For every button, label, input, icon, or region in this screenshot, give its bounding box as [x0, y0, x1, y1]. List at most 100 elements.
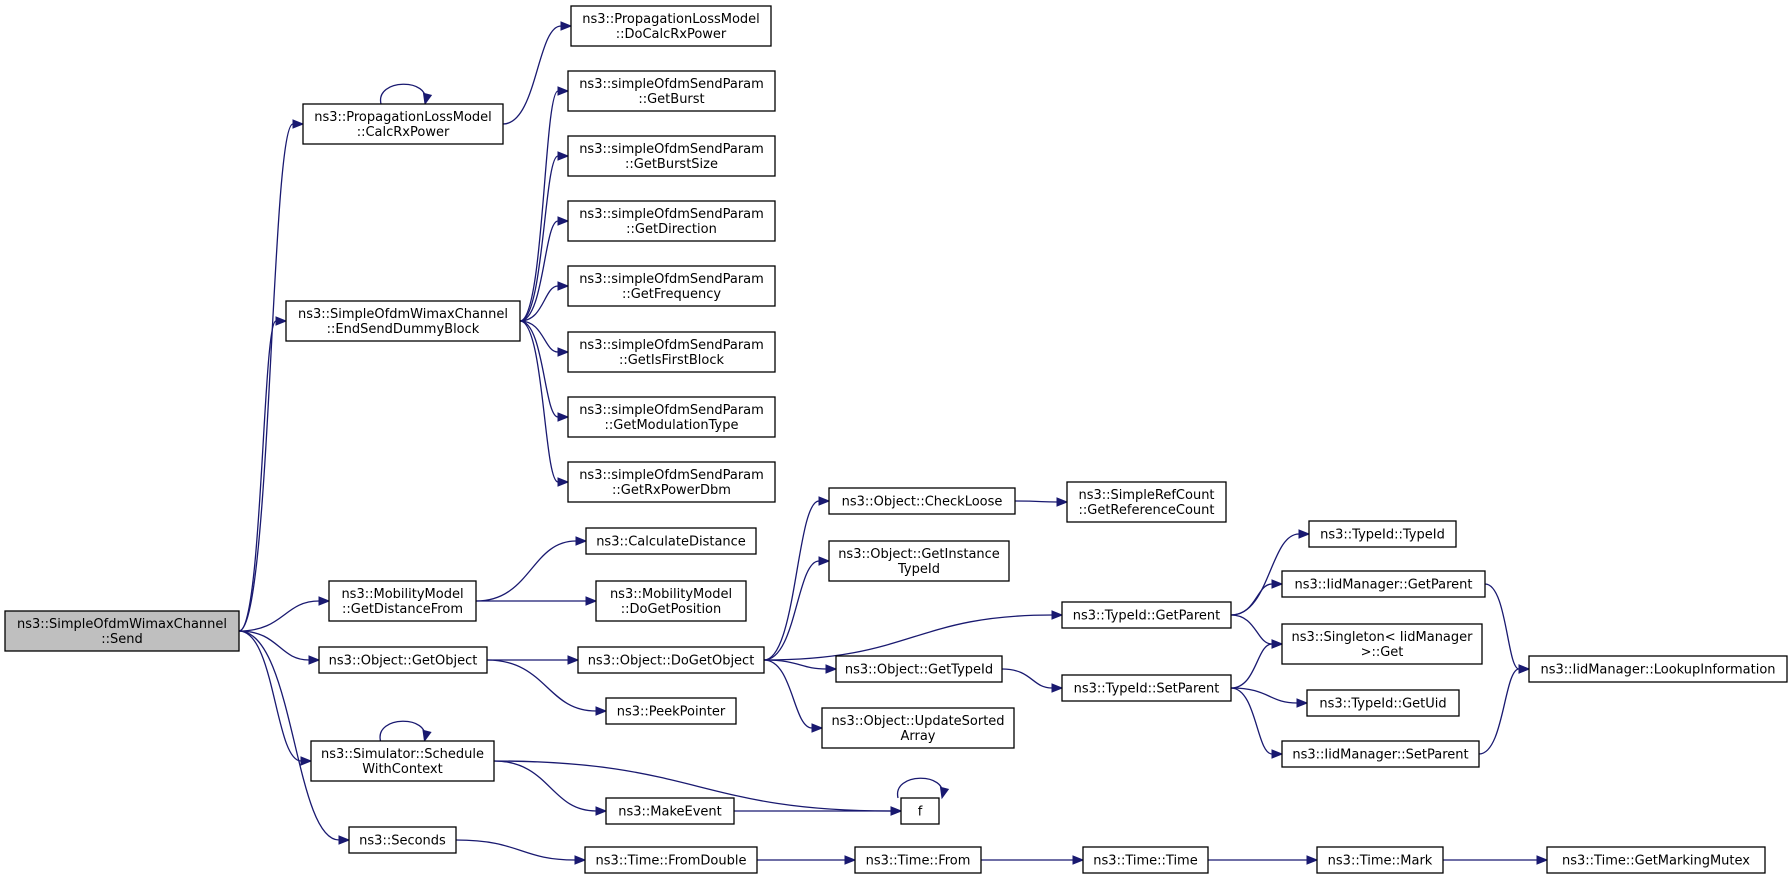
node-box [854, 846, 982, 874]
edge-send-to-getobject [238, 630, 321, 665]
node-label: ns3::TypeId::GetParent [1073, 609, 1221, 624]
node-label: ::EndSendDummyBlock [327, 322, 480, 337]
node-box [1306, 689, 1460, 717]
edge-endsend-to-getrxpower [519, 320, 570, 487]
node-ns3-iidmanager-lookupinformation[interactable]: ns3::IidManager::LookupInformation [1528, 655, 1788, 683]
edge-endsend-to-getmodulation [519, 320, 570, 422]
node-box [1061, 601, 1232, 629]
node-ns3-iidmanager-setparent[interactable]: ns3::IidManager::SetParent [1281, 740, 1480, 768]
node-label: ::GetReferenceCount [1079, 503, 1215, 518]
node-box [1061, 674, 1232, 702]
node-ns3-typeid-getparent[interactable]: ns3::TypeId::GetParent [1061, 601, 1232, 629]
node-ns3-typeid-getuid[interactable]: ns3::TypeId::GetUid [1306, 689, 1460, 717]
edge-send-to-getdistance [238, 596, 331, 632]
node-label: ::DoCalcRxPower [616, 27, 727, 42]
node-ns3-simpleofdmwimaxchannel-send[interactable]: ns3::SimpleOfdmWimaxChannel::Send [4, 610, 240, 652]
edge-iidgetparent-to-lookup [1484, 583, 1531, 674]
node-ns3-simpleofdmsendparam-getburst[interactable]: ns3::simpleOfdmSendParam::GetBurst [567, 70, 776, 112]
node-box [567, 265, 776, 307]
node-ns3-simpleofdmsendparam-getfrequency[interactable]: ns3::simpleOfdmSendParam::GetFrequency [567, 265, 776, 307]
node-ns3-time-getmarkingmutex[interactable]: ns3::Time::GetMarkingMutex [1546, 846, 1766, 874]
node-label: ns3::TypeId::SetParent [1074, 682, 1220, 697]
node-ns3-object-getobject[interactable]: ns3::Object::GetObject [318, 646, 488, 674]
node-box [318, 646, 488, 674]
node-label: ::GetModulationType [605, 418, 739, 433]
node-label: ns3::Time::GetMarkingMutex [1562, 854, 1750, 869]
edge-iidsetparent-to-lookup [1478, 664, 1531, 755]
node-ns3-typeid-setparent[interactable]: ns3::TypeId::SetParent [1061, 674, 1232, 702]
node-label: ns3::CalculateDistance [596, 535, 746, 550]
node-box [1546, 846, 1766, 874]
node-ns3-simpleofdmwimaxchannel-endsenddummyblock[interactable]: ns3::SimpleOfdmWimaxChannel::EndSendDumm… [285, 300, 521, 342]
node-ns3-time-fromdouble[interactable]: ns3::Time::FromDouble [584, 846, 758, 874]
node-label: ns3::TypeId::GetUid [1319, 697, 1446, 712]
node-ns3-peekpointer[interactable]: ns3::PeekPointer [605, 697, 737, 725]
node-label: ::GetBurst [638, 92, 704, 107]
node-ns3-propagationlossmodel-calcrxpower[interactable]: ns3::PropagationLossModel::CalcRxPower [302, 103, 504, 145]
node-ns3-seconds[interactable]: ns3::Seconds [348, 826, 457, 854]
edge-typeidsetparent-to-singleton [1230, 639, 1284, 689]
node-ns3-singleton-iidmanager-get[interactable]: ns3::Singleton< IidManager>::Get [1281, 623, 1483, 665]
node-label: ns3::Time::FromDouble [596, 854, 747, 869]
node-label: ns3::simpleOfdmSendParam [579, 142, 764, 157]
node-box [828, 540, 1010, 582]
node-ns3-makeevent[interactable]: ns3::MakeEvent [605, 797, 735, 825]
node-box [567, 70, 776, 112]
node-label: ns3::Time::From [866, 854, 971, 869]
node-label: ns3::simpleOfdmSendParam [579, 468, 764, 483]
node-ns3-simpleofdmsendparam-getmodulationtype[interactable]: ns3::simpleOfdmSendParam::GetModulationT… [567, 396, 776, 438]
edge-send-to-schedule [238, 630, 313, 766]
node-label: ns3::IidManager::LookupInformation [1540, 663, 1775, 678]
node-label: ns3::IidManager::GetParent [1294, 578, 1472, 593]
node-box [605, 797, 735, 825]
node-box [1281, 623, 1483, 665]
node-ns3-simpleofdmsendparam-getburstsize[interactable]: ns3::simpleOfdmSendParam::GetBurstSize [567, 135, 776, 177]
node-label: ns3::simpleOfdmSendParam [579, 338, 764, 353]
node-box [1066, 481, 1227, 523]
node-ns3-mobilitymodel-getdistancefrom[interactable]: ns3::MobilityModel::GetDistanceFrom [328, 580, 477, 622]
node-box [567, 396, 776, 438]
node-f[interactable]: f [900, 797, 940, 825]
node-ns3-calculatedistance[interactable]: ns3::CalculateDistance [585, 527, 757, 555]
node-box [585, 527, 757, 555]
node-label: ns3::Object::DoGetObject [588, 654, 755, 669]
node-ns3-time-time[interactable]: ns3::Time::Time [1082, 846, 1209, 874]
node-box [595, 580, 747, 622]
node-label: ns3::MobilityModel [341, 587, 463, 602]
node-label: ns3::Object::CheckLoose [842, 495, 1003, 510]
edge-calcrx-to-calcrx [380, 83, 433, 106]
node-label: ns3::simpleOfdmSendParam [579, 207, 764, 222]
edge-getdistance-to-calcdistance [475, 536, 588, 602]
node-ns3-propagationlossmodel-docalcrxpower[interactable]: ns3::PropagationLossModel::DoCalcRxPower [570, 5, 772, 47]
edge-dogetobject-to-getinstance [763, 556, 831, 661]
node-box [328, 580, 477, 622]
node-box [1308, 520, 1457, 548]
edge-send-to-calcrx [238, 119, 305, 632]
node-ns3-object-gettypeid[interactable]: ns3::Object::GetTypeId [835, 655, 1003, 683]
node-ns3-mobilitymodel-dogetposition[interactable]: ns3::MobilityModel::DoGetPosition [595, 580, 747, 622]
edge-dogetobject-to-updatesorted [763, 659, 824, 733]
node-ns3-object-dogetobject[interactable]: ns3::Object::DoGetObject [577, 646, 765, 674]
edge-send-to-endsend [238, 316, 288, 632]
node-box [828, 487, 1016, 515]
edge-typeidsetparent-to-getuid [1230, 687, 1309, 708]
node-ns3-time-from[interactable]: ns3::Time::From [854, 846, 982, 874]
node-ns3-simpleofdmsendparam-getisfirstblock[interactable]: ns3::simpleOfdmSendParam::GetIsFirstBloc… [567, 331, 776, 373]
node-ns3-iidmanager-getparent[interactable]: ns3::IidManager::GetParent [1281, 570, 1486, 598]
node-label: ns3::simpleOfdmSendParam [579, 403, 764, 418]
edge-endsend-to-getisfirst [519, 320, 570, 357]
node-ns3-typeid-typeid[interactable]: ns3::TypeId::TypeId [1308, 520, 1457, 548]
node-label: ns3::Seconds [359, 834, 446, 849]
node-ns3-object-checkloose[interactable]: ns3::Object::CheckLoose [828, 487, 1016, 515]
node-label: ns3::MobilityModel [610, 587, 732, 602]
node-ns3-time-mark[interactable]: ns3::Time::Mark [1316, 846, 1444, 874]
node-label: >::Get [1361, 645, 1404, 660]
node-ns3-simpleofdmsendparam-getdirection[interactable]: ns3::simpleOfdmSendParam::GetDirection [567, 200, 776, 242]
node-ns3-simplerefcount-getreferencecount[interactable]: ns3::SimpleRefCount::GetReferenceCount [1066, 481, 1227, 523]
node-ns3-simpleofdmsendparam-getrxpowerdbm[interactable]: ns3::simpleOfdmSendParam::GetRxPowerDbm [567, 461, 776, 503]
node-label: ::GetIsFirstBlock [619, 353, 725, 368]
node-layer: ns3::SimpleOfdmWimaxChannel::Send ns3::Pr… [4, 5, 1788, 874]
